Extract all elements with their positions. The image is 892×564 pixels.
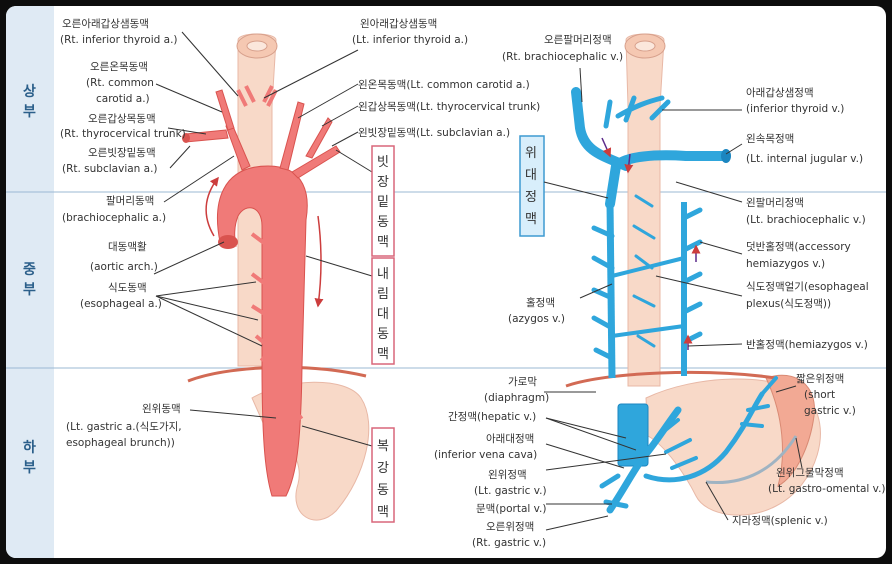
label-inferior-thyroid-v-en: (inferior thyroid v.) <box>746 103 844 115</box>
label-accessory-hemiazygos-v-en: hemiazygos v.) <box>746 258 825 270</box>
label-hepatic-v: 간정맥(hepatic v.) <box>448 411 536 423</box>
label-rt-subclavian-a-en: (Rt. subclavian a.) <box>62 163 158 175</box>
red-boxes: 빗 장 밑 동 맥 내 림 대 동 맥 복 강 동 맥 <box>372 146 394 522</box>
label-azygos-v-en: (azygos v.) <box>508 313 565 325</box>
svg-text:맥: 맥 <box>377 235 389 250</box>
label-inferior-thyroid-v: 아래갑상샘정맥 <box>746 87 814 99</box>
section-middle-1: 중 <box>23 262 36 278</box>
svg-text:내: 내 <box>377 267 389 282</box>
svg-text:밑: 밑 <box>377 195 389 210</box>
label-hemiazygos-v: 반홀정맥(hemiazygos v.) <box>746 338 868 351</box>
svg-text:복: 복 <box>377 439 389 454</box>
label-aortic-arch-en: (aortic arch.) <box>90 261 158 273</box>
label-ivc: 아래대정맥 <box>486 433 534 445</box>
rt-brachiocephalic-v <box>576 92 626 166</box>
label-lt-gastro-omental-v: 왼위그물막정맥 <box>776 466 844 479</box>
svg-text:강: 강 <box>377 461 389 476</box>
label-lt-brachiocephalic-v: 왼팔머리정맥 <box>746 197 804 209</box>
lt-common-carotid <box>280 102 304 170</box>
label-rt-brachiocephalic-v: 오른팔머리정맥 <box>544 34 612 46</box>
label-esophageal-a: 식도동맥 <box>108 282 147 294</box>
label-rt-brachiocephalic-v-en: (Rt. brachiocephalic v.) <box>502 51 623 63</box>
svg-text:동: 동 <box>377 327 389 342</box>
label-lt-internal-jugular-v-en: (Lt. internal jugular v.) <box>746 153 863 165</box>
label-lt-gastric-v-en: (Lt. gastric v.) <box>474 485 547 497</box>
svg-text:장: 장 <box>377 175 389 190</box>
svg-text:맥: 맥 <box>377 347 389 362</box>
label-rt-inferior-thyroid-a: 오른아래갑상샘동맥 <box>62 18 149 30</box>
label-lt-internal-jugular-v: 왼속목정맥 <box>746 133 794 145</box>
label-lt-brachiocephalic-v-en: (Lt. brachiocephalic v.) <box>746 214 866 226</box>
svg-text:동: 동 <box>377 215 389 230</box>
label-lt-inferior-thyroid-a-en: (Lt. inferior thyroid a.) <box>352 34 468 46</box>
section-lower-2: 부 <box>23 460 36 476</box>
svg-text:동: 동 <box>377 483 389 498</box>
svg-text:대: 대 <box>525 168 537 183</box>
label-rt-subclavian-a: 오른빗장밑동맥 <box>88 147 156 159</box>
section-middle-2: 부 <box>23 282 36 298</box>
label-splenic-v: 지라정맥(splenic v.) <box>732 515 828 527</box>
label-portal-v: 문맥(portal v.) <box>476 503 546 515</box>
label-azygos-v: 홀정맥 <box>526 296 555 309</box>
label-rt-gastric-v: 오른위정맥 <box>486 520 534 533</box>
svg-text:정: 정 <box>525 190 537 205</box>
label-aortic-arch: 대동맥활 <box>108 240 147 253</box>
label-short-gastric-v-en2: gastric v.) <box>804 405 856 417</box>
svg-text:림: 림 <box>377 287 389 302</box>
label-rt-inferior-thyroid-a-en: (Rt. inferior thyroid a.) <box>60 34 178 46</box>
label-rt-common-carotid-a-en2: carotid a.) <box>96 93 150 105</box>
label-short-gastric-v-en1: (short <box>804 389 835 401</box>
label-lt-inferior-thyroid-a: 왼아래갑상샘동맥 <box>360 18 437 30</box>
label-rt-gastric-v-en: (Rt. gastric v.) <box>472 537 546 549</box>
svg-text:대: 대 <box>377 307 389 322</box>
diagram-panel: 상 부 중 부 하 부 <box>6 6 886 558</box>
label-esophageal-plexus-en: plexus(식도정맥)) <box>746 298 831 310</box>
label-lt-gastric-a-en1: (Lt. gastric a.(식도가지, <box>66 421 182 433</box>
label-diaphragm-en: (diaphragm) <box>484 392 549 404</box>
section-upper-1: 상 <box>23 84 36 100</box>
label-rt-common-carotid-a: 오른온목동맥 <box>90 61 148 73</box>
label-lt-subclavian-a: 왼빗장밑동맥(Lt. subclavian a.) <box>358 127 510 139</box>
section-lower-1: 하 <box>23 439 36 456</box>
label-lt-thyrocervical: 왼갑상목동맥(Lt. thyrocervical trunk) <box>358 101 540 113</box>
label-rt-common-carotid-a-en1: (Rt. common <box>86 77 154 89</box>
label-brachiocephalic-a: 팔머리동맥 <box>106 195 154 207</box>
rt-common-carotid <box>216 90 234 130</box>
svg-text:맥: 맥 <box>525 212 537 227</box>
label-ivc-en: (inferior vena cava) <box>434 449 537 461</box>
label-esophageal-plexus: 식도정맥얼기(esophageal <box>746 281 869 293</box>
label-lt-gastric-v: 왼위정맥 <box>488 468 527 481</box>
label-rt-thyrocervical: 오른갑상목동맥 <box>88 113 156 125</box>
label-accessory-hemiazygos-v: 덧반홀정맥(accessory <box>746 240 851 253</box>
label-lt-common-carotid-a: 왼온목동맥(Lt. common carotid a.) <box>358 79 530 91</box>
section-upper-2: 부 <box>23 104 36 120</box>
label-brachiocephalic-a-en: (brachiocephalic a.) <box>62 212 166 224</box>
label-diaphragm: 가로막 <box>508 376 537 388</box>
svg-text:빗: 빗 <box>377 155 389 170</box>
label-lt-gastro-omental-v-en: (Lt. gastro-omental v.) <box>768 483 886 495</box>
svg-text:위: 위 <box>525 146 537 161</box>
anatomy-diagram: 상 부 중 부 하 부 <box>6 6 886 558</box>
label-esophageal-a-en: (esophageal a.) <box>80 298 162 310</box>
label-lt-gastric-a: 왼위동맥 <box>142 402 181 415</box>
svg-text:맥: 맥 <box>377 505 389 520</box>
azygos-v <box>610 202 612 378</box>
label-lt-gastric-a-en2: esophageal brunch)) <box>66 437 175 449</box>
label-short-gastric-v: 짧은위정맥 <box>796 372 844 385</box>
label-rt-thyrocervical-en: (Rt. thyrocervical trunk) <box>60 128 186 140</box>
